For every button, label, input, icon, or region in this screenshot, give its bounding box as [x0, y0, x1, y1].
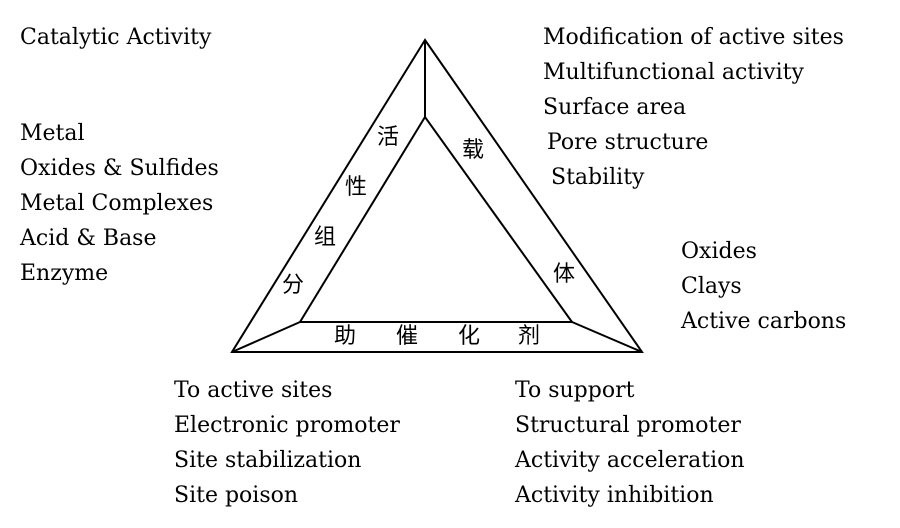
list-item: Metal [20, 121, 85, 146]
promoter-char: 催 [396, 324, 419, 349]
list-item: Clays [681, 274, 742, 299]
inner-triangle [298, 115, 574, 323]
support-materials-list: Oxides Clays Active carbons [681, 234, 846, 339]
list-item: To active sites [174, 378, 333, 403]
connector-left [231, 321, 301, 353]
list-item: Site stabilization [174, 448, 362, 473]
list-item: Modification of active sites [543, 25, 844, 50]
outer-triangle [230, 38, 644, 353]
promoter-support-list: To support Structural promoter Activity … [515, 373, 745, 513]
list-item: Structural promoter [515, 413, 741, 438]
support-char: 载 [462, 138, 485, 163]
active-components-list: Metal Oxides & Sulfides Metal Complexes … [20, 116, 219, 291]
list-item: Oxides & Sulfides [20, 156, 219, 181]
active-component-char: 活 [377, 125, 400, 150]
list-item: Site poison [174, 483, 299, 508]
list-item: Activity acceleration [515, 448, 745, 473]
list-item: Oxides [681, 239, 757, 264]
active-component-char: 分 [282, 273, 305, 298]
list-item: Surface area [543, 95, 687, 120]
catalytic-activity-label: Catalytic Activity [20, 25, 212, 50]
active-component-char: 性 [345, 175, 368, 200]
list-item: Pore structure [547, 130, 709, 155]
list-item: Active carbons [681, 309, 847, 334]
list-item: Acid & Base [20, 226, 157, 251]
connector-right [571, 321, 643, 353]
promoter-char: 化 [458, 324, 481, 349]
promoter-char: 助 [334, 324, 357, 349]
list-item: Activity inhibition [515, 483, 714, 508]
list-item: To support [515, 378, 635, 403]
list-item: Metal Complexes [20, 191, 214, 216]
list-item: Electronic promoter [174, 413, 400, 438]
list-item: Stability [551, 165, 645, 190]
support-char: 体 [553, 262, 576, 287]
support-functions-list: Modification of active sites Multifuncti… [543, 20, 844, 195]
list-item: Enzyme [20, 261, 109, 286]
list-item: Multifunctional activity [543, 60, 804, 85]
promoter-char: 剂 [518, 324, 541, 349]
active-component-char: 组 [314, 225, 337, 250]
promoter-active-sites-list: To active sites Electronic promoter Site… [174, 373, 400, 513]
